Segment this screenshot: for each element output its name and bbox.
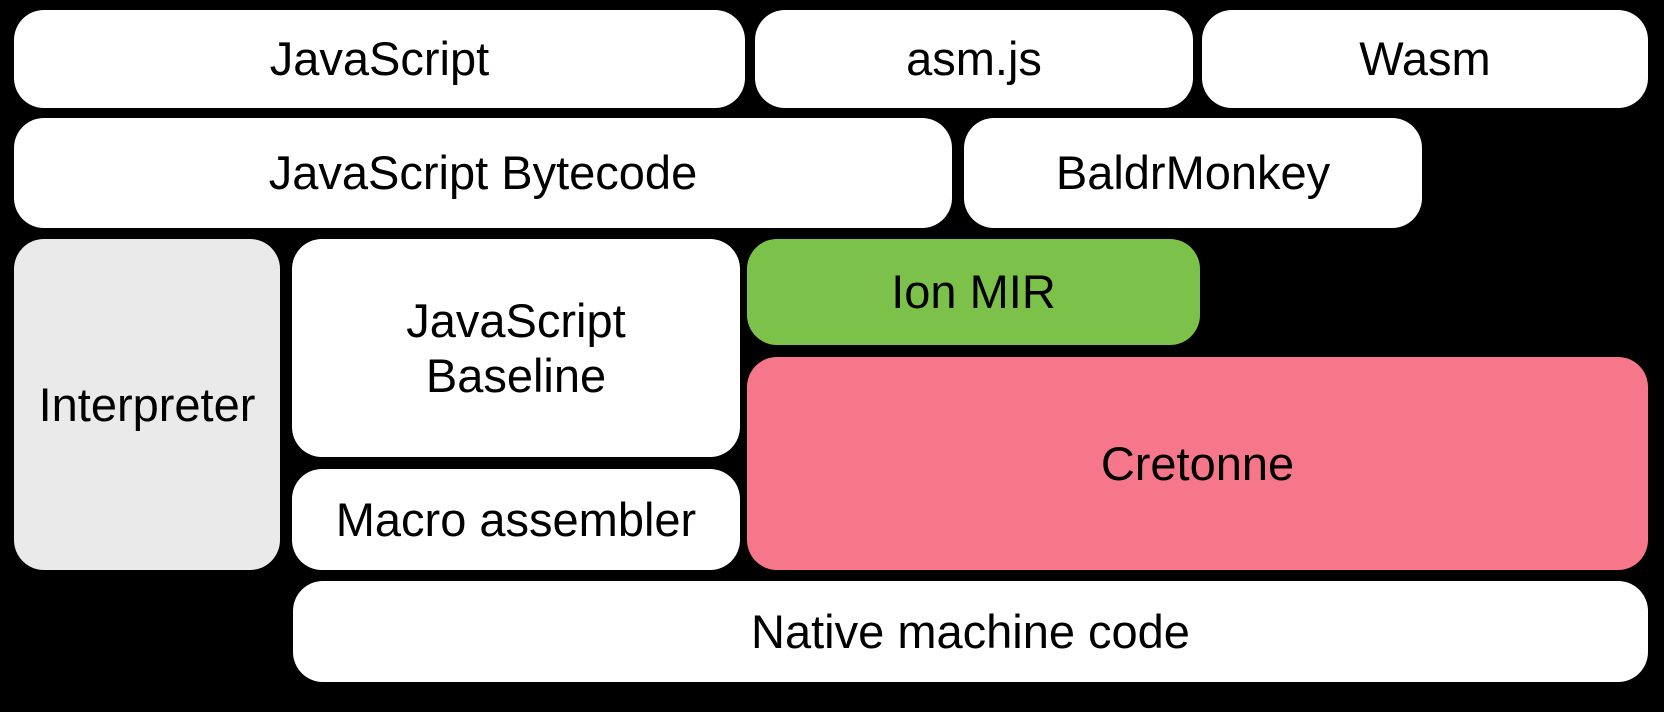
box-cretonne: Cretonne: [747, 357, 1648, 570]
box-ion-mir: Ion MIR: [747, 239, 1200, 345]
box-baldrmonkey: BaldrMonkey: [964, 118, 1422, 228]
box-javascript: JavaScript: [14, 10, 745, 108]
box-javascript-bytecode: JavaScript Bytecode: [14, 118, 952, 228]
box-interpreter: Interpreter: [14, 239, 280, 570]
box-native-machine-code: Native machine code: [293, 581, 1648, 682]
box-macro-assembler: Macro assembler: [292, 469, 740, 570]
box-asm-js: asm.js: [755, 10, 1193, 108]
box-wasm: Wasm: [1202, 10, 1648, 108]
box-javascript-baseline: JavaScript Baseline: [292, 239, 740, 457]
